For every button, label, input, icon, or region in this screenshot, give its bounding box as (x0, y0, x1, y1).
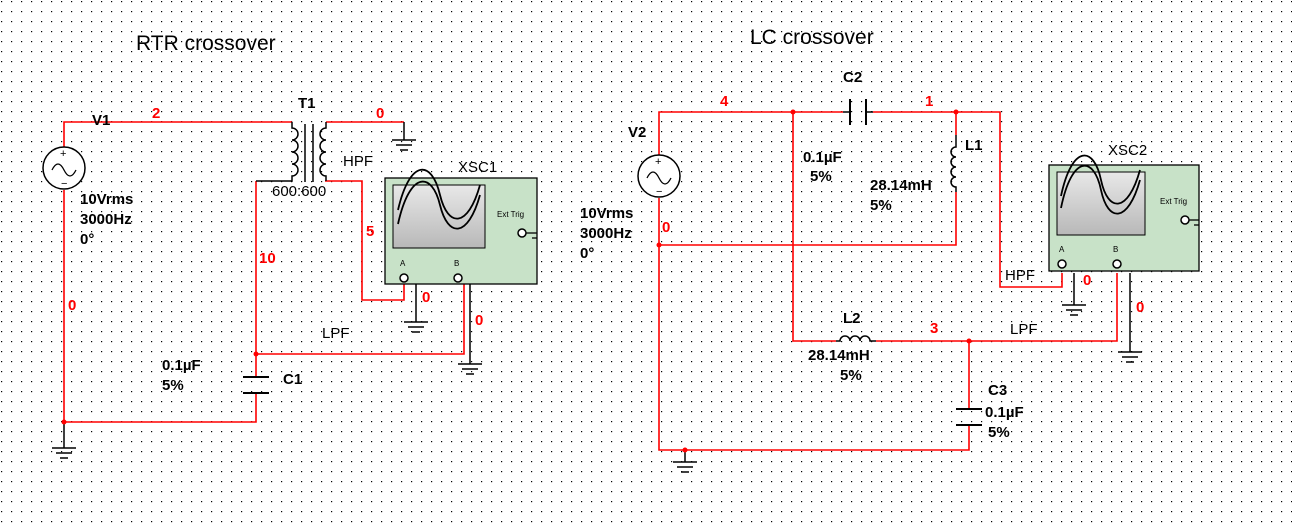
node-label: 0 (68, 297, 76, 314)
right-lpf-label: LPF (1010, 321, 1038, 338)
c3-name: C3 (988, 382, 1007, 399)
c1-tolerance: 5% (162, 377, 184, 394)
node-label: 0 (422, 289, 430, 306)
ground-icon (52, 447, 76, 459)
ground-icon (404, 321, 428, 333)
node-label: 2 (152, 105, 160, 122)
ground-icon (1118, 351, 1142, 363)
v2-frequency: 3000Hz (580, 225, 632, 242)
left-lpf-label: LPF (322, 325, 350, 342)
node-label: 4 (720, 93, 729, 110)
xsc2-ext-trig: Ext Trig (1160, 197, 1187, 206)
left-wires (63, 121, 465, 423)
t1-name: T1 (298, 95, 316, 112)
l1-inductor-symbol[interactable] (950, 135, 957, 192)
node-label: 0 (1083, 272, 1091, 289)
xsc2-channel-a: A (1059, 245, 1065, 254)
xsc1-channel-b: B (454, 259, 459, 268)
ground-icon (673, 461, 697, 473)
svg-text:−: − (656, 186, 662, 198)
xsc2-oscilloscope[interactable] (1048, 154, 1200, 272)
c1-name: C1 (283, 371, 302, 388)
xsc2-name: XSC2 (1108, 142, 1147, 159)
ground-icon (458, 363, 482, 375)
l2-tolerance: 5% (840, 367, 862, 384)
l1-tolerance: 5% (870, 197, 892, 214)
c2-tolerance: 5% (810, 168, 832, 185)
c3-value: 0.1µF (985, 404, 1024, 421)
node-label: 0 (1136, 299, 1144, 316)
left-black-wires (63, 122, 471, 448)
c2-value: 0.1µF (803, 149, 842, 166)
right-junction-dots (656, 109, 972, 453)
xsc1-oscilloscope[interactable] (384, 168, 538, 285)
node-label: 0 (475, 312, 483, 329)
c2-name: C2 (843, 69, 862, 86)
node-label: 1 (925, 93, 933, 110)
v1-source-symbol[interactable]: + − (42, 146, 86, 190)
svg-text:+: + (655, 156, 661, 168)
v2-source-symbol[interactable]: + − (637, 154, 681, 198)
c1-value: 0.1µF (162, 357, 201, 374)
v1-name: V1 (92, 112, 110, 129)
t1-ratio: 600:600 (272, 183, 326, 200)
xsc2-channel-b: B (1113, 245, 1118, 254)
node-label: 0 (376, 105, 384, 122)
c3-tolerance: 5% (988, 424, 1010, 441)
node-label: 3 (930, 320, 938, 337)
l1-value: 28.14mH (870, 177, 932, 194)
t1-transformer-symbol[interactable] (256, 122, 327, 182)
v1-frequency: 3000Hz (80, 211, 132, 228)
node-label: 0 (662, 219, 670, 236)
svg-text:−: − (61, 178, 67, 190)
l2-value: 28.14mH (808, 347, 870, 364)
c2-capacitor-symbol[interactable] (843, 99, 873, 125)
v2-name: V2 (628, 124, 646, 141)
left-junction-dots (61, 351, 259, 425)
xsc1-channel-a: A (400, 259, 406, 268)
l2-name: L2 (843, 310, 861, 327)
title-rtr: RTR crossover (136, 32, 276, 55)
node-label: 5 (366, 223, 374, 240)
node-label: 10 (259, 250, 276, 267)
ground-icon (1062, 304, 1086, 316)
v2-phase: 0° (580, 245, 594, 262)
v1-voltage: 10Vrms (80, 191, 133, 208)
title-lc: LC crossover (750, 26, 874, 49)
c1-capacitor-symbol[interactable] (243, 376, 269, 394)
l1-name: L1 (965, 137, 983, 154)
ground-icon (392, 139, 416, 151)
c3-capacitor-symbol[interactable] (956, 408, 982, 426)
xsc1-ext-trig: Ext Trig (497, 210, 524, 219)
v1-phase: 0° (80, 231, 94, 248)
right-hpf-label: HPF (1005, 267, 1035, 284)
svg-text:+: + (60, 148, 66, 160)
l2-inductor-symbol[interactable] (836, 335, 876, 342)
left-hpf-label: HPF (343, 153, 373, 170)
xsc1-name: XSC1 (458, 159, 497, 176)
v2-voltage: 10Vrms (580, 205, 633, 222)
